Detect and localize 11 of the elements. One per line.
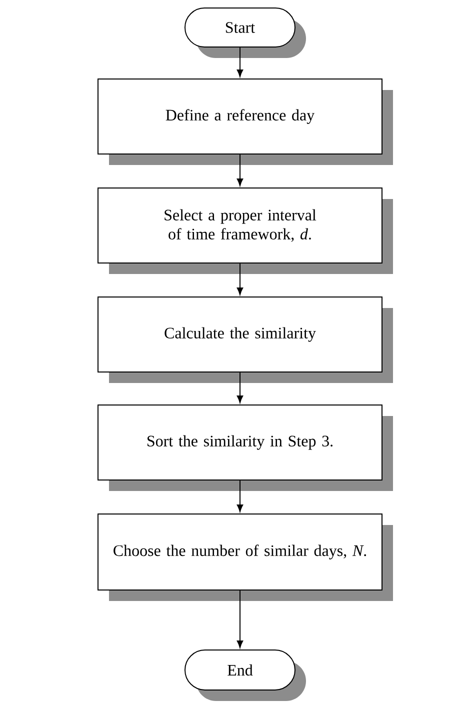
arrow: [236, 480, 244, 512]
process-box: Choose the number of similar days, N.: [98, 514, 393, 601]
process-box: Sort the similarity in Step 3.: [98, 404, 393, 491]
process-box: Define a reference day: [98, 78, 393, 165]
arrow: [236, 590, 244, 648]
process-box: Calculate the similarity: [98, 296, 393, 383]
process-box: Select a proper interval of time framework, d.: [98, 188, 393, 274]
arrow: [236, 263, 244, 295]
arrow: [236, 47, 244, 78]
arrow: [236, 372, 244, 403]
arrow: [236, 154, 244, 186]
